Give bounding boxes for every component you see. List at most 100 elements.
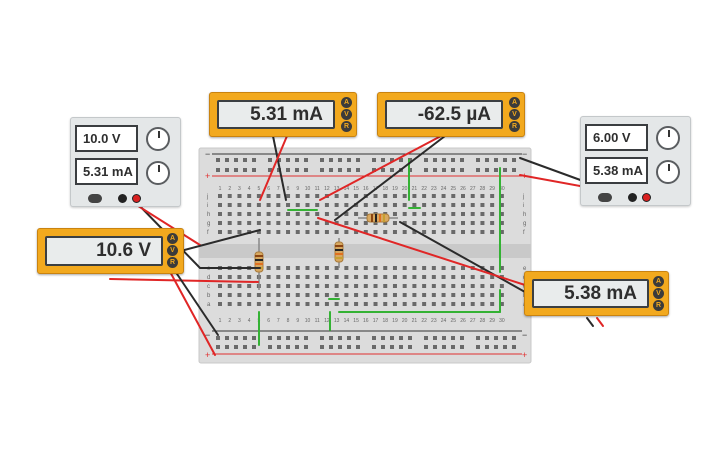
terminal-hole[interactable] (402, 275, 407, 279)
rail-hole[interactable] (304, 345, 308, 349)
rail-hole[interactable] (234, 158, 238, 162)
rail-hole[interactable] (234, 336, 238, 340)
terminal-hole[interactable] (441, 221, 446, 225)
terminal-hole[interactable] (305, 293, 310, 297)
terminal-hole[interactable] (499, 212, 504, 216)
terminal-hole[interactable] (295, 266, 300, 270)
rail-hole[interactable] (252, 336, 256, 340)
meter-lead-black[interactable] (172, 267, 219, 336)
terminal-hole[interactable] (412, 194, 417, 198)
rail-hole[interactable] (433, 336, 437, 340)
terminal-hole[interactable] (490, 293, 495, 297)
terminal-hole[interactable] (266, 284, 271, 288)
resistor-r2[interactable] (334, 241, 344, 263)
terminal-hole[interactable] (431, 221, 436, 225)
rail-hole[interactable] (424, 168, 428, 172)
terminal-hole[interactable] (237, 194, 242, 198)
rail-hole[interactable] (268, 345, 272, 349)
rail-hole[interactable] (494, 336, 498, 340)
terminal-hole[interactable] (334, 302, 339, 306)
terminal-hole[interactable] (499, 221, 504, 225)
terminal-hole[interactable] (276, 203, 281, 207)
terminal-hole[interactable] (344, 284, 349, 288)
rail-hole[interactable] (329, 336, 333, 340)
rail-hole[interactable] (329, 158, 333, 162)
rail-hole[interactable] (268, 336, 272, 340)
terminal-hole[interactable] (422, 302, 427, 306)
rail-hole[interactable] (304, 168, 308, 172)
rail-hole[interactable] (433, 168, 437, 172)
terminal-hole[interactable] (441, 284, 446, 288)
rail-hole[interactable] (390, 168, 394, 172)
terminal-hole[interactable] (295, 194, 300, 198)
terminal-hole[interactable] (276, 275, 281, 279)
terminal-hole[interactable] (422, 212, 427, 216)
terminal-hole[interactable] (305, 221, 310, 225)
terminal-hole[interactable] (461, 194, 465, 198)
terminal-hole[interactable] (344, 212, 349, 216)
positive-terminal[interactable] (642, 193, 651, 202)
terminal-hole[interactable] (247, 221, 252, 225)
terminal-hole[interactable] (402, 302, 407, 306)
terminal-hole[interactable] (315, 212, 320, 216)
terminal-hole[interactable] (266, 293, 271, 297)
rail-hole[interactable] (442, 168, 446, 172)
terminal-hole[interactable] (324, 266, 329, 270)
terminal-hole[interactable] (363, 221, 368, 225)
terminal-hole[interactable] (470, 275, 475, 279)
rail-hole[interactable] (460, 336, 464, 340)
terminal-hole[interactable] (363, 230, 368, 234)
rail-hole[interactable] (503, 345, 507, 349)
terminal-hole[interactable] (412, 275, 417, 279)
terminal-hole[interactable] (461, 302, 465, 306)
terminal-hole[interactable] (295, 221, 300, 225)
terminal-hole[interactable] (315, 284, 320, 288)
terminal-hole[interactable] (247, 284, 252, 288)
terminal-hole[interactable] (334, 230, 339, 234)
terminal-hole[interactable] (237, 221, 242, 225)
terminal-hole[interactable] (392, 275, 397, 279)
terminal-hole[interactable] (286, 293, 291, 297)
multimeter-right-current[interactable]: 5.38 mA A V R (524, 271, 669, 316)
rail-hole[interactable] (347, 158, 351, 162)
terminal-hole[interactable] (499, 302, 504, 306)
positive-terminal[interactable] (132, 194, 141, 203)
terminal-hole[interactable] (227, 221, 232, 225)
terminal-hole[interactable] (354, 293, 359, 297)
wire-black[interactable] (399, 221, 526, 293)
terminal-hole[interactable] (218, 212, 222, 216)
rail-hole[interactable] (252, 158, 256, 162)
rail-hole[interactable] (503, 158, 507, 162)
terminal-hole[interactable] (218, 275, 222, 279)
rail-hole[interactable] (476, 168, 480, 172)
terminal-hole[interactable] (354, 284, 359, 288)
terminal-hole[interactable] (392, 293, 397, 297)
terminal-hole[interactable] (373, 221, 378, 225)
rail-hole[interactable] (277, 158, 281, 162)
multimeter-top-center[interactable]: -62.5 µA A V R (377, 92, 525, 137)
terminal-hole[interactable] (441, 212, 446, 216)
terminal-hole[interactable] (451, 212, 456, 216)
terminal-hole[interactable] (256, 230, 261, 234)
rail-hole[interactable] (399, 336, 403, 340)
terminal-hole[interactable] (470, 194, 475, 198)
rail-hole[interactable] (286, 336, 290, 340)
terminal-hole[interactable] (402, 203, 407, 207)
terminal-hole[interactable] (363, 275, 368, 279)
terminal-hole[interactable] (305, 284, 310, 288)
terminal-hole[interactable] (227, 293, 232, 297)
terminal-hole[interactable] (237, 302, 242, 306)
rail-hole[interactable] (338, 336, 342, 340)
rail-hole[interactable] (451, 158, 455, 162)
rail-hole[interactable] (476, 345, 480, 349)
terminal-hole[interactable] (441, 266, 446, 270)
rail-hole[interactable] (234, 345, 238, 349)
terminal-hole[interactable] (295, 212, 300, 216)
rail-hole[interactable] (268, 168, 272, 172)
terminal-hole[interactable] (218, 302, 222, 306)
rail-hole[interactable] (234, 168, 238, 172)
meter-lead-black[interactable] (272, 135, 287, 201)
terminal-hole[interactable] (422, 293, 427, 297)
terminal-hole[interactable] (490, 275, 495, 279)
terminal-hole[interactable] (315, 275, 320, 279)
